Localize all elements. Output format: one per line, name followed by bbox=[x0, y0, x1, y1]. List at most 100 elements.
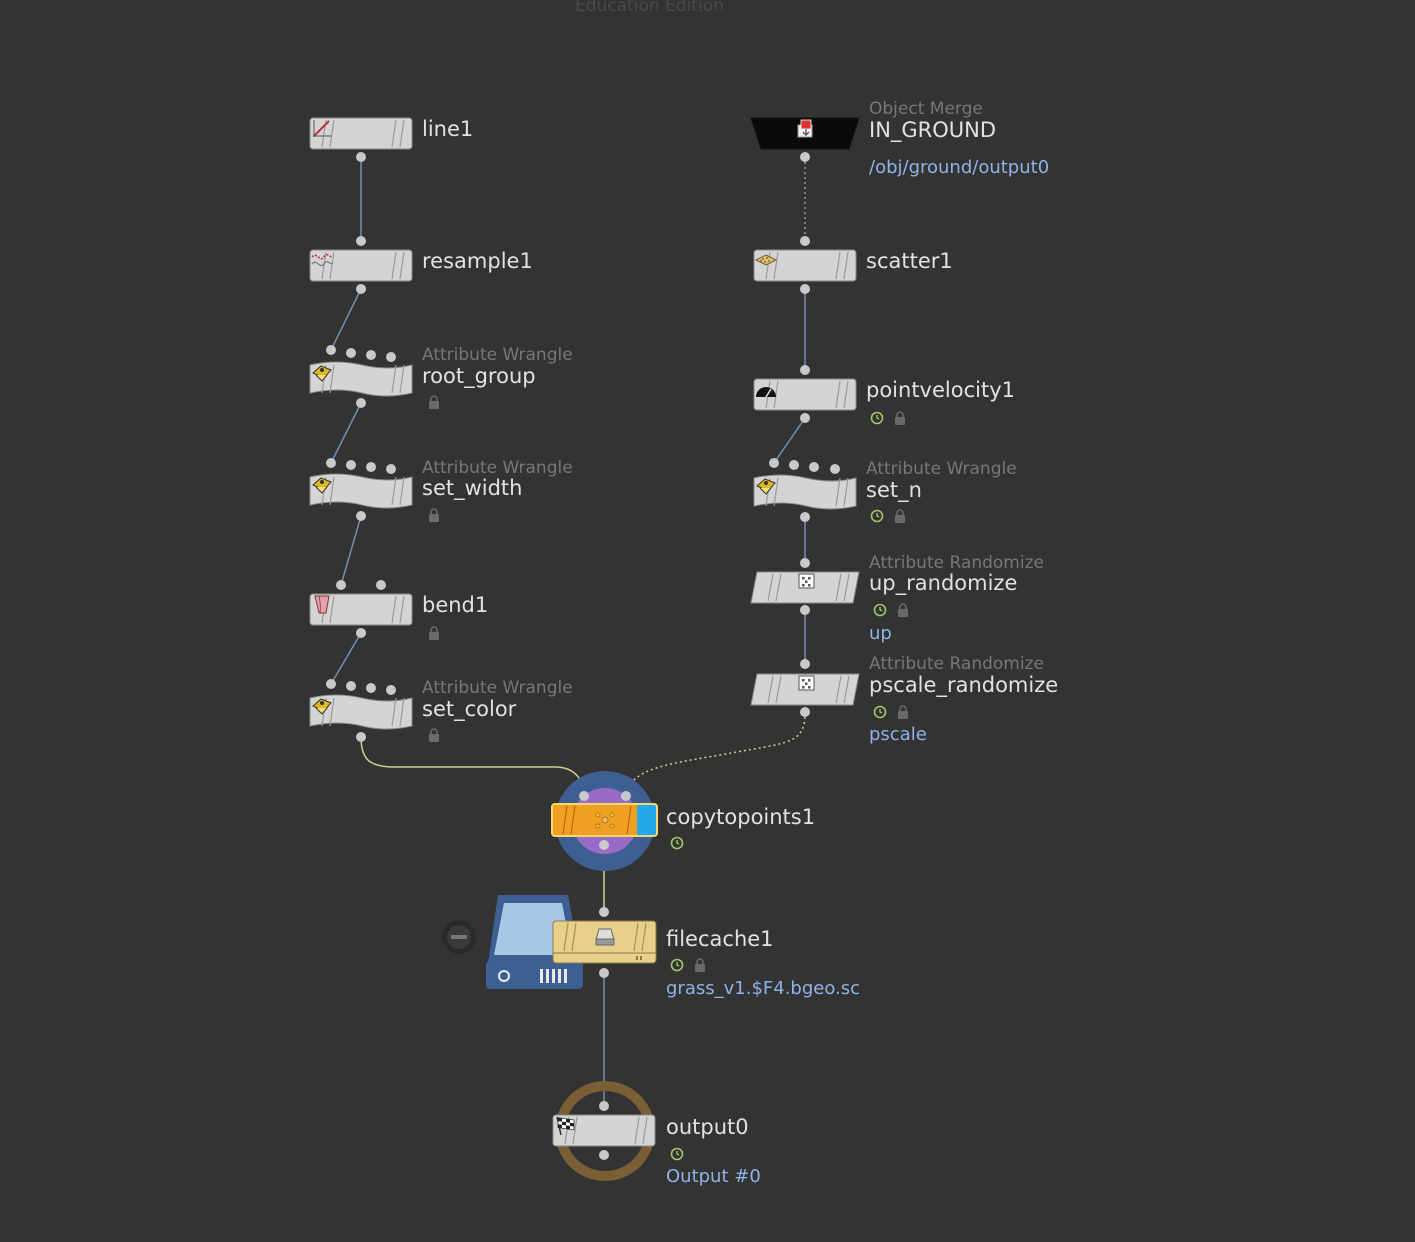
wrangle-icon bbox=[312, 477, 332, 494]
lock-icon[interactable] bbox=[895, 602, 911, 618]
randomize-icon bbox=[798, 573, 815, 589]
output-connector[interactable] bbox=[599, 840, 609, 850]
node-type-root-group: Attribute Wrangle bbox=[422, 345, 573, 365]
filecache-icon bbox=[595, 928, 615, 946]
wire-pscale-randomize-copytopoints[interactable] bbox=[625, 711, 806, 797]
input-connector[interactable] bbox=[346, 681, 356, 691]
output-connector[interactable] bbox=[800, 512, 810, 522]
lock-icon[interactable] bbox=[692, 957, 708, 973]
output-connector[interactable] bbox=[800, 707, 810, 717]
node-label-filecache1: filecache1 bbox=[666, 927, 774, 951]
input-connector[interactable] bbox=[800, 236, 810, 246]
node-param-in-ground: /obj/ground/output0 bbox=[869, 157, 1050, 178]
wire-root-group-set-width[interactable] bbox=[330, 402, 362, 464]
node-param-pscale-randomize: pscale bbox=[869, 724, 927, 745]
input-connector[interactable] bbox=[356, 236, 366, 246]
object-merge-icon bbox=[797, 119, 813, 138]
wire-set-width-bend1[interactable] bbox=[340, 515, 362, 586]
input-connector[interactable] bbox=[800, 659, 810, 669]
node-scatter1[interactable] bbox=[753, 249, 858, 282]
node-pscale-randomize[interactable] bbox=[750, 673, 861, 706]
input-connector[interactable] bbox=[386, 464, 396, 474]
wire-resample1-root-group[interactable] bbox=[330, 288, 362, 351]
display-flag-icon[interactable] bbox=[869, 410, 885, 426]
lock-icon[interactable] bbox=[426, 727, 442, 743]
input-connector[interactable] bbox=[366, 350, 376, 360]
input-connector[interactable] bbox=[326, 679, 336, 689]
input-connector[interactable] bbox=[789, 460, 799, 470]
input-connector[interactable] bbox=[386, 352, 396, 362]
input-connector[interactable] bbox=[599, 907, 609, 917]
input-connector[interactable] bbox=[326, 458, 336, 468]
node-label-up-randomize: up_randomize bbox=[869, 571, 1018, 595]
output-connector[interactable] bbox=[356, 152, 366, 162]
input-connector[interactable] bbox=[830, 464, 840, 474]
output-connector[interactable] bbox=[356, 398, 366, 408]
input-connector[interactable] bbox=[621, 791, 631, 801]
wire-set-color-copytopoints[interactable] bbox=[360, 736, 585, 797]
lock-icon[interactable] bbox=[892, 508, 908, 524]
node-set-color[interactable] bbox=[309, 694, 414, 730]
input-connector[interactable] bbox=[599, 1101, 609, 1111]
input-connector[interactable] bbox=[346, 460, 356, 470]
output-connector[interactable] bbox=[356, 511, 366, 521]
node-label-line1: line1 bbox=[422, 117, 474, 141]
node-label-pointvelocity1: pointvelocity1 bbox=[866, 378, 1015, 402]
input-connector[interactable] bbox=[800, 365, 810, 375]
input-connector[interactable] bbox=[800, 558, 810, 568]
lock-icon[interactable] bbox=[426, 394, 442, 410]
node-output0[interactable] bbox=[552, 1114, 657, 1147]
output-connector[interactable] bbox=[800, 284, 810, 294]
lock-icon[interactable] bbox=[892, 410, 908, 426]
node-type-pscale-randomize: Attribute Randomize bbox=[869, 654, 1044, 674]
display-flag-icon[interactable] bbox=[872, 704, 888, 720]
input-connector[interactable] bbox=[769, 458, 779, 468]
input-connector[interactable] bbox=[366, 683, 376, 693]
output-connector[interactable] bbox=[800, 413, 810, 423]
output-connector[interactable] bbox=[599, 1150, 609, 1160]
node-in-ground[interactable] bbox=[750, 117, 861, 150]
node-set-n[interactable] bbox=[753, 474, 858, 510]
input-connector[interactable] bbox=[326, 345, 336, 355]
randomize-icon bbox=[798, 675, 815, 691]
lock-icon[interactable] bbox=[426, 507, 442, 523]
output-connector[interactable] bbox=[356, 628, 366, 638]
display-flag-icon[interactable] bbox=[669, 957, 685, 973]
wire-bend1-set-color[interactable] bbox=[330, 632, 362, 685]
input-connector[interactable] bbox=[386, 685, 396, 695]
input-connector[interactable] bbox=[336, 580, 346, 590]
node-bend1[interactable] bbox=[309, 593, 414, 626]
output-connector[interactable] bbox=[599, 968, 609, 978]
node-resample1[interactable] bbox=[309, 249, 414, 282]
output-connector[interactable] bbox=[800, 152, 810, 162]
output-connector[interactable] bbox=[356, 284, 366, 294]
output-connector[interactable] bbox=[356, 732, 366, 742]
node-pointvelocity1[interactable] bbox=[753, 378, 858, 411]
output-connector[interactable] bbox=[800, 605, 810, 615]
display-flag-icon[interactable] bbox=[869, 508, 885, 524]
input-connector[interactable] bbox=[376, 580, 386, 590]
node-up-randomize[interactable] bbox=[750, 571, 861, 604]
display-flag-icon[interactable] bbox=[669, 835, 685, 851]
input-connector[interactable] bbox=[366, 462, 376, 472]
bypass-toggle-icon[interactable] bbox=[440, 918, 478, 956]
node-root-group[interactable] bbox=[309, 361, 414, 397]
input-connector[interactable] bbox=[346, 348, 356, 358]
node-param-up-randomize: up bbox=[869, 623, 892, 644]
node-filecache1[interactable] bbox=[552, 920, 658, 965]
node-set-width[interactable] bbox=[309, 473, 414, 509]
edition-watermark: Education Edition bbox=[575, 0, 724, 16]
pointvelocity-icon bbox=[756, 387, 776, 398]
wire-pointvelocity1-set-n[interactable] bbox=[773, 417, 806, 464]
input-connector[interactable] bbox=[809, 462, 819, 472]
lock-icon[interactable] bbox=[895, 704, 911, 720]
display-flag-icon[interactable] bbox=[872, 602, 888, 618]
line-icon bbox=[313, 120, 331, 137]
copytopoints-icon bbox=[595, 812, 615, 829]
node-copytopoints1[interactable] bbox=[551, 803, 659, 838]
node-line1[interactable] bbox=[309, 117, 414, 150]
lock-icon[interactable] bbox=[426, 625, 442, 641]
input-connector[interactable] bbox=[579, 791, 589, 801]
display-flag-icon[interactable] bbox=[669, 1146, 685, 1162]
